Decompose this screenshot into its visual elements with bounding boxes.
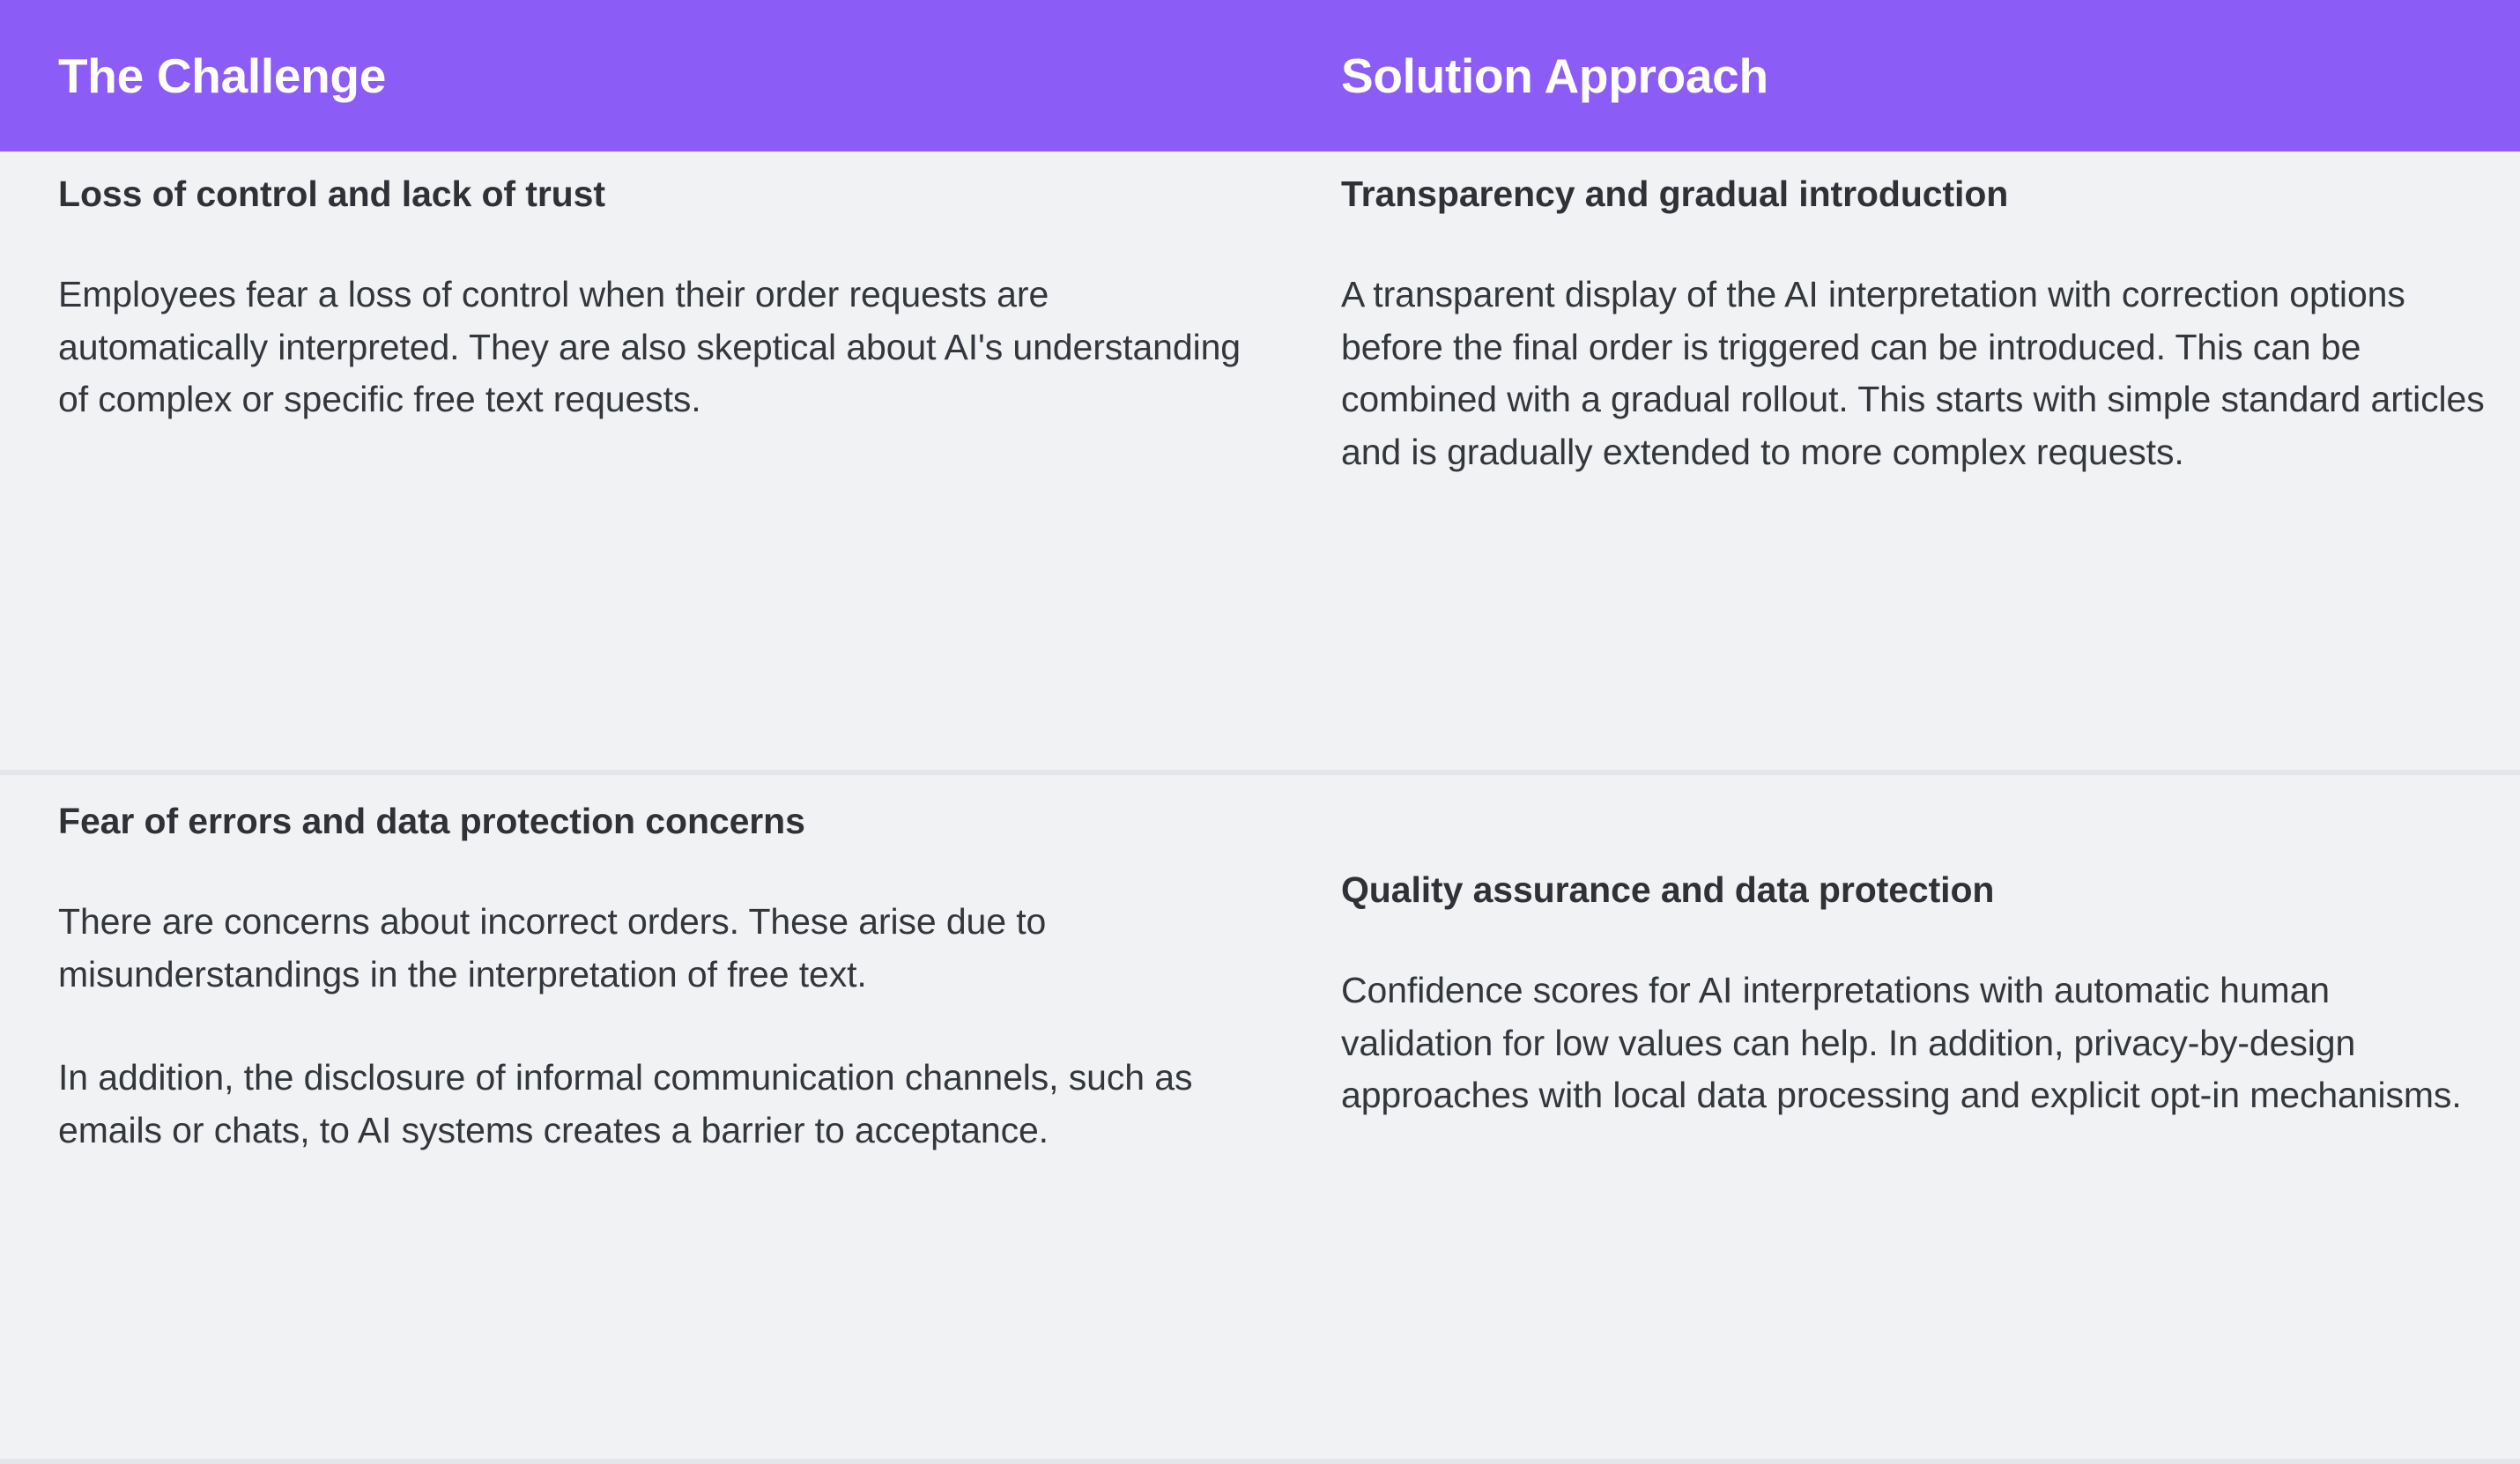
- table-row: Loss of control and lack of trust Employ…: [0, 152, 2520, 775]
- column-title-challenge: The Challenge: [58, 48, 386, 103]
- table-body: Loss of control and lack of trust Employ…: [0, 152, 2520, 1464]
- solution-heading-2: Quality assurance and data protection: [1341, 869, 1995, 910]
- solution-paragraph-1-1: A transparent display of the AI interpre…: [1341, 274, 2485, 472]
- table-row: Fear of errors and data protection conce…: [0, 775, 2520, 1464]
- challenge-paragraph-2-1: There are concerns about incorrect order…: [58, 901, 1047, 994]
- challenge-heading-1: Loss of control and lack of trust: [58, 174, 605, 214]
- solution-cell-1: Transparency and gradual introduction A …: [1309, 152, 2520, 770]
- solution-paragraph-2-1: Confidence scores for AI interpretations…: [1341, 970, 2462, 1116]
- challenge-heading-2: Fear of errors and data protection conce…: [58, 801, 805, 841]
- challenge-cell-2: Fear of errors and data protection conce…: [0, 775, 1309, 1459]
- challenge-paragraph-2-2: In addition, the disclosure of informal …: [58, 1057, 1193, 1150]
- solution-heading-1: Transparency and gradual introduction: [1341, 174, 2009, 214]
- challenge-cell-1: Loss of control and lack of trust Employ…: [0, 152, 1309, 770]
- table-header-row: The Challenge Solution Approach: [0, 0, 2520, 152]
- column-title-solution: Solution Approach: [1341, 48, 1768, 103]
- table-header-cell-solution: Solution Approach: [1309, 0, 2520, 152]
- table-header-cell-challenge: The Challenge: [0, 0, 1309, 152]
- challenge-paragraph-1-1: Employees fear a loss of control when th…: [58, 274, 1241, 420]
- solution-cell-2: Quality assurance and data protection Co…: [1309, 775, 2520, 1459]
